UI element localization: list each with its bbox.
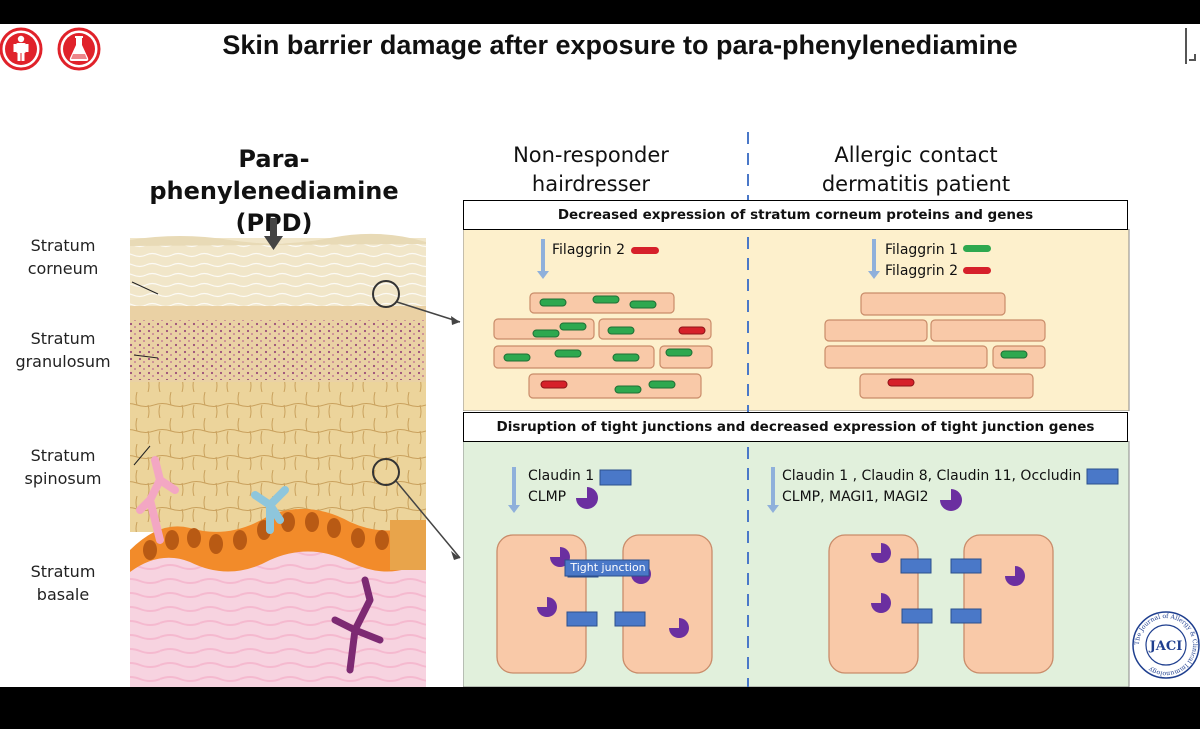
layer-label-line2: basale bbox=[36, 585, 90, 604]
layer-label-line1: Stratum bbox=[30, 329, 96, 348]
section1-title: Decreased expression of stratum corneum … bbox=[463, 200, 1128, 230]
label-stratum-granulosum: Stratum granulosum bbox=[4, 327, 122, 373]
column-heading-line1: Non-responder bbox=[513, 143, 669, 167]
column-heading-non-responder: Non-responder hairdresser bbox=[441, 141, 741, 199]
gene-label-claudins-right: Claudin 1 , Claudin 8, Claudin 11, Occlu… bbox=[782, 468, 1082, 484]
gene-label-claudin1-left: Claudin 1 bbox=[528, 468, 595, 484]
gene-label-filaggrin2-right: Filaggrin 2 bbox=[885, 263, 959, 279]
layer-label-line1: Stratum bbox=[30, 236, 96, 255]
jaci-seal-icon: The Journal of Allergy & Clinical Immuno… bbox=[1132, 611, 1200, 679]
person-icon bbox=[0, 27, 43, 71]
slide-title: Skin barrier damage after exposure to pa… bbox=[222, 30, 1018, 60]
label-stratum-corneum: Stratum corneum bbox=[4, 234, 122, 280]
gene-label-clmp-left: CLMP bbox=[528, 489, 567, 505]
top-black-bar bbox=[0, 0, 1200, 24]
label-stratum-basale: Stratum basale bbox=[4, 560, 122, 606]
jaci-center-text: JACI bbox=[1149, 639, 1183, 654]
skin-layers-illustration bbox=[130, 218, 461, 687]
stratum-corneum-panel bbox=[463, 229, 1130, 411]
label-stratum-spinosum: Stratum spinosum bbox=[4, 444, 122, 490]
column-heading-line1: Allergic contact bbox=[834, 143, 998, 167]
gene-label-filaggrin1-right: Filaggrin 1 bbox=[885, 242, 959, 258]
ppd-heading: Para-phenylenediamine (PPD) bbox=[118, 143, 430, 239]
bottom-black-bar bbox=[0, 687, 1200, 729]
tight-junction-panel bbox=[463, 441, 1130, 687]
gene-label-clmp-magi-right: CLMP, MAGI1, MAGI2 bbox=[782, 489, 929, 505]
ppd-heading-line1: Para-phenylenediamine bbox=[149, 145, 399, 205]
column-heading-line2: dermatitis patient bbox=[821, 172, 1011, 196]
column-heading-line2: hairdresser bbox=[531, 172, 651, 196]
layer-label-line1: Stratum bbox=[30, 562, 96, 581]
tight-junction-label: Tight junction bbox=[570, 561, 646, 574]
gene-label-filaggrin2-left: Filaggrin 2 bbox=[552, 242, 626, 258]
layer-label-line2: spinosum bbox=[24, 469, 102, 488]
layer-label-line1: Stratum bbox=[30, 446, 96, 465]
layer-label-line2: corneum bbox=[27, 259, 99, 278]
layer-label-line2: granulosum bbox=[15, 352, 111, 371]
flask-icon bbox=[57, 27, 101, 71]
section2-title: Disruption of tight junctions and decrea… bbox=[463, 412, 1128, 442]
column-heading-acd-patient: Allergic contact dermatitis patient bbox=[766, 141, 1066, 199]
scroll-arrow-icon[interactable] bbox=[1184, 26, 1196, 66]
